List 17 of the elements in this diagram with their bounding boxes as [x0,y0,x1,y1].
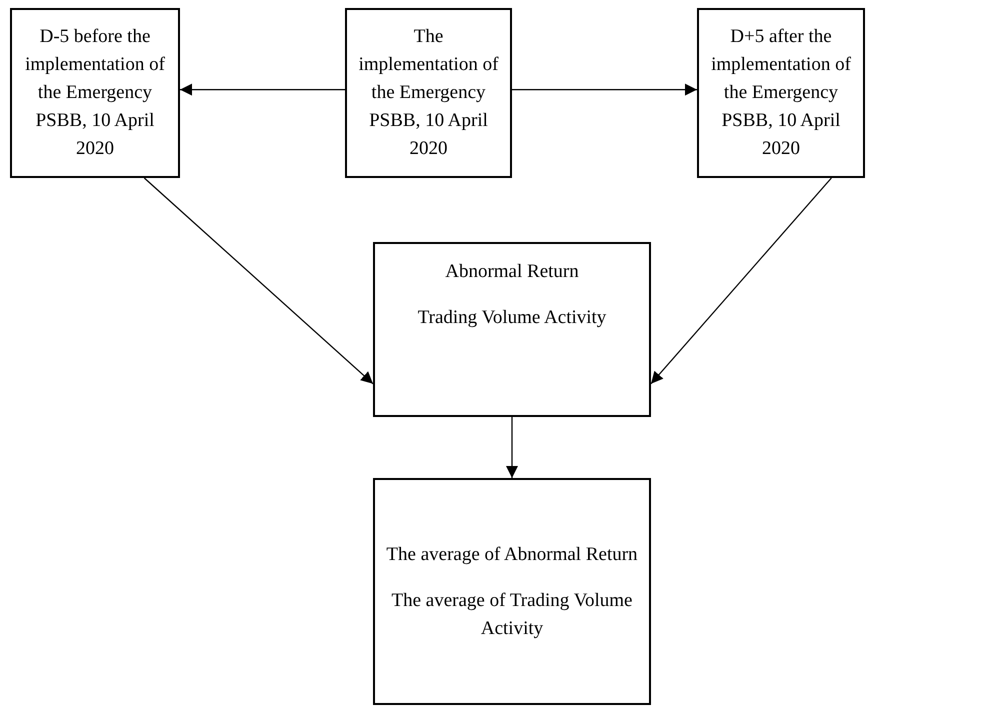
process-box [345,8,512,178]
box-text: The implementation of the Emergency PSBB, 10 April 2020 [358,25,500,161]
box-text: D-5 before the implementation of the Emergency PSBB, 10 April 2020 [24,25,166,161]
arrow [512,84,697,96]
box-text: D+5 after the implementation of the Emergency PSBB, 10 April 2020 [710,25,852,161]
arrow [180,84,345,96]
arrow [650,178,832,384]
process-box [10,8,180,178]
arrow [144,178,374,384]
box-text: The average of Trading Volume Activity [390,588,634,640]
process-box [697,8,865,178]
process-box [373,242,651,417]
arrow [506,417,518,478]
box-text: The average of Abnormal Return [386,542,638,566]
box-text: Abnormal Return [445,260,579,284]
process-box [373,478,651,705]
box-text: Trading Volume Activity [418,306,606,330]
